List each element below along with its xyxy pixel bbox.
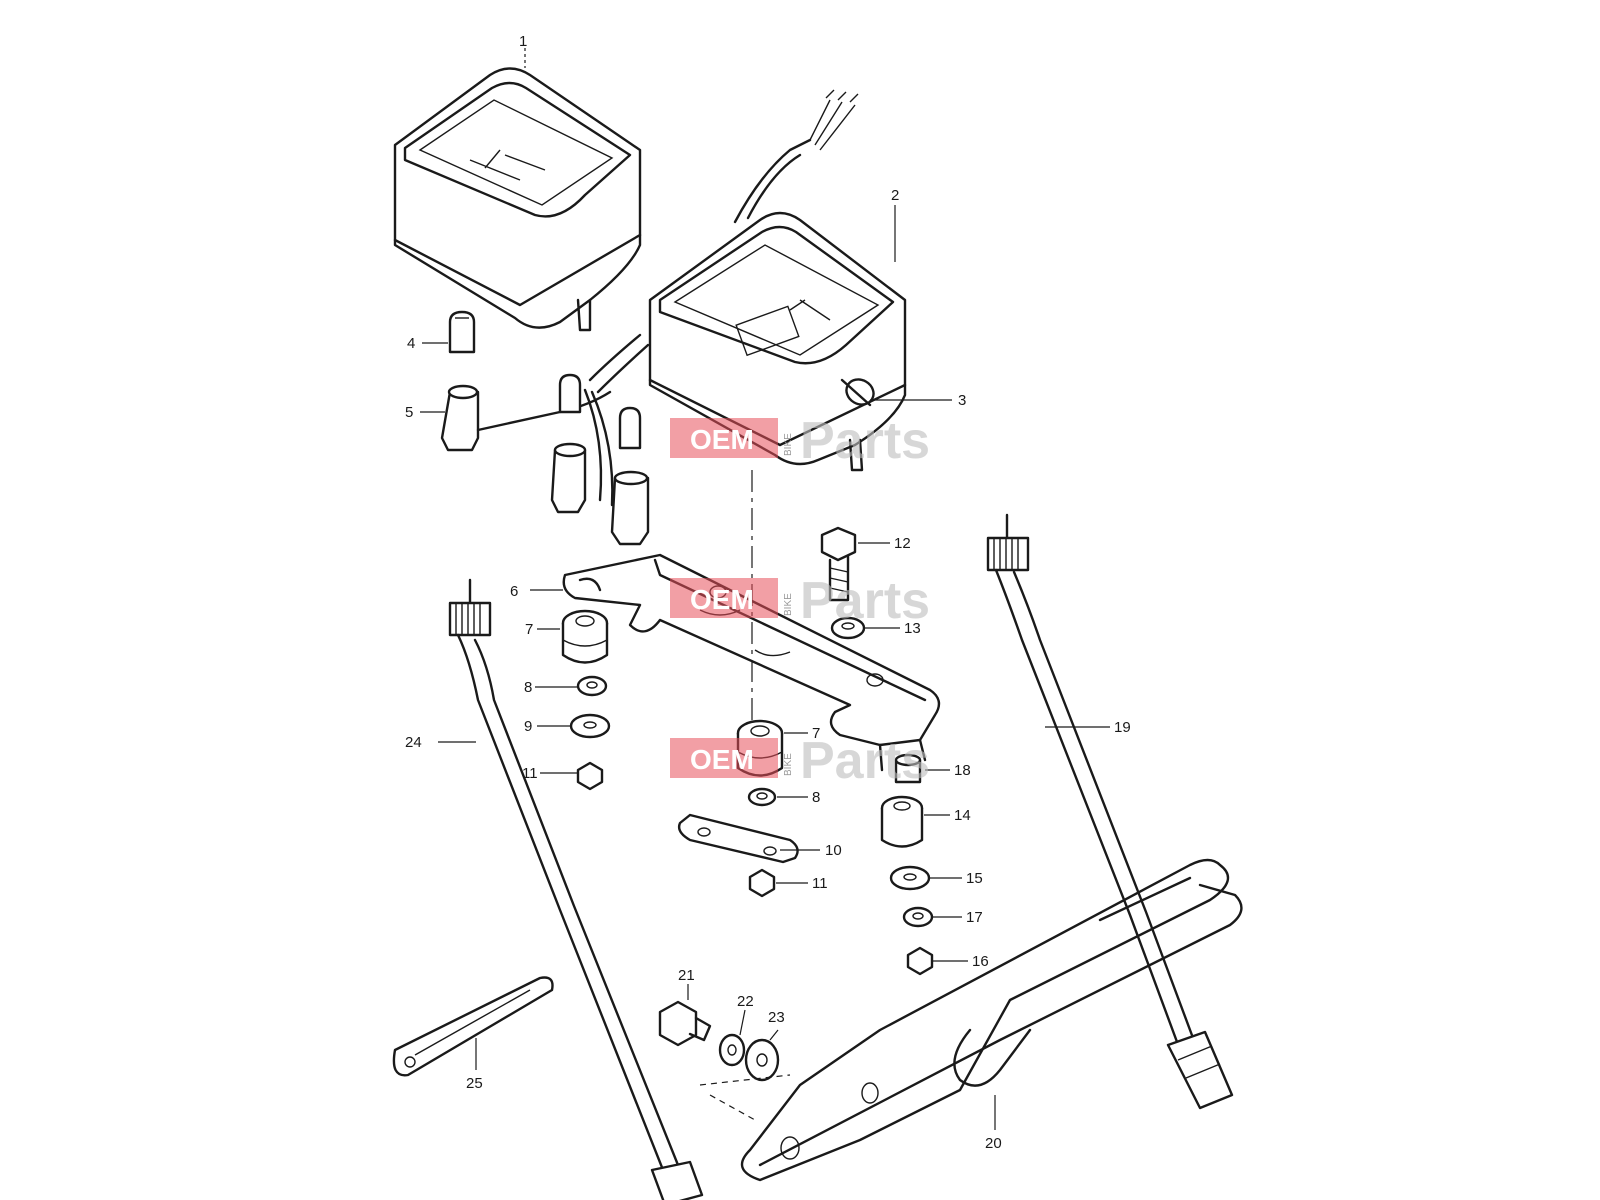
callout-4: 5: [405, 404, 413, 421]
watermark-middle: OEM BIKE Parts: [670, 572, 930, 630]
part-8-lock-washer-center: [747, 787, 777, 807]
svg-text:OEM: OEM: [690, 744, 754, 775]
callout-15: 15: [966, 870, 983, 887]
part-6-bracket: [562, 553, 941, 772]
callout-18: 18: [954, 762, 971, 779]
wire-harness: [733, 89, 859, 224]
svg-text:Parts: Parts: [800, 572, 930, 630]
part-9-washer: [569, 713, 611, 739]
callout-2: 3: [958, 392, 966, 409]
part-17-lock-washer: [902, 906, 934, 928]
part-15-washer: [889, 865, 931, 891]
part-5-bulb: [448, 310, 476, 354]
callout-5: 4: [407, 335, 415, 352]
callout-17: 17: [966, 909, 983, 926]
callout-13: 13: [904, 620, 921, 637]
callout-7-center: 7: [812, 725, 820, 742]
callout-7-left: 7: [525, 621, 533, 638]
part-19-meter-cable-right: [986, 513, 1234, 1110]
svg-text:OEM: OEM: [690, 424, 754, 455]
part-23-washer: [744, 1038, 780, 1082]
callout-12: 12: [894, 535, 911, 552]
center-bulb-sockets: [550, 333, 650, 546]
callout-19: 19: [1114, 719, 1131, 736]
svg-text:BIKE: BIKE: [783, 753, 794, 776]
callout-9: 9: [524, 718, 532, 735]
part-25-strap: [392, 976, 554, 1077]
part-10-plate: [677, 813, 799, 864]
part-24-meter-cable-left: [448, 578, 704, 1200]
callout-3: 1: [519, 33, 527, 50]
callout-8-left: 8: [524, 679, 532, 696]
callout-10: 10: [825, 842, 842, 859]
part-13-washer: [830, 616, 866, 640]
part-11-nut-left: [576, 761, 604, 791]
callout-11-center: 11: [812, 875, 828, 892]
svg-text:BIKE: BIKE: [783, 433, 794, 456]
part-14-grommet-right: [880, 795, 924, 848]
part-16-nut: [906, 946, 934, 976]
watermark-top: OEM BIKE Parts: [670, 412, 930, 470]
callout-20: 20: [985, 1135, 1002, 1152]
part-1-meter-housing: [648, 211, 907, 472]
callout-6: 6: [510, 583, 518, 600]
part-12-bolt: [820, 526, 857, 602]
callout-1: 2: [891, 187, 899, 204]
part-8-lock-washer-left: [576, 675, 608, 697]
leader-lines: [420, 48, 1110, 1130]
callout-21: 21: [678, 967, 695, 984]
callout-24: 24: [405, 734, 422, 751]
callout-22: 22: [737, 993, 754, 1010]
part-20-stay: [740, 858, 1243, 1182]
svg-text:BIKE: BIKE: [783, 593, 794, 616]
part-7-grommet-left: [561, 609, 609, 664]
callout-numbers: 1 2 3 4 5 6 7 7 8 8 9 10 11 11 12 13 14 …: [405, 33, 1131, 1152]
part-11-nut-center: [748, 868, 776, 898]
part-21-bolt: [658, 1000, 712, 1047]
callout-25: 25: [466, 1075, 483, 1092]
callout-16: 16: [972, 953, 989, 970]
svg-text:Parts: Parts: [800, 732, 930, 790]
part-18-spacer: [894, 753, 922, 784]
part-4-bulb-socket: [440, 384, 612, 452]
part-3-meter-housing: [393, 67, 642, 332]
svg-text:Parts: Parts: [800, 412, 930, 470]
watermark-bottom: OEM BIKE Parts: [670, 732, 930, 790]
callout-11-left: 11: [522, 765, 538, 782]
part-22-lock-washer: [718, 1033, 746, 1067]
callout-23: 23: [768, 1009, 785, 1026]
part-2-adjust-knob: [840, 378, 875, 407]
callout-8-center: 8: [812, 789, 820, 806]
callout-14: 14: [954, 807, 971, 824]
svg-text:OEM: OEM: [690, 584, 754, 615]
